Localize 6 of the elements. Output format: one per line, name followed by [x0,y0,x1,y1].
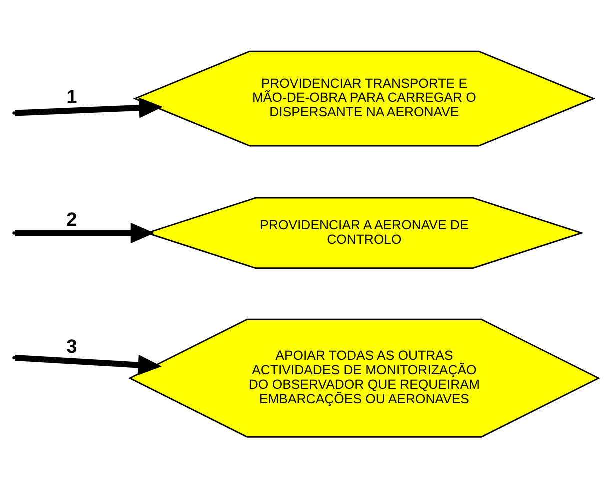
edge-label: 1 [66,86,78,108]
edge-label: 2 [66,209,78,230]
arrow [14,354,162,376]
edge-label: 3 [66,336,78,358]
arrow [15,97,163,118]
arrow [15,222,155,244]
